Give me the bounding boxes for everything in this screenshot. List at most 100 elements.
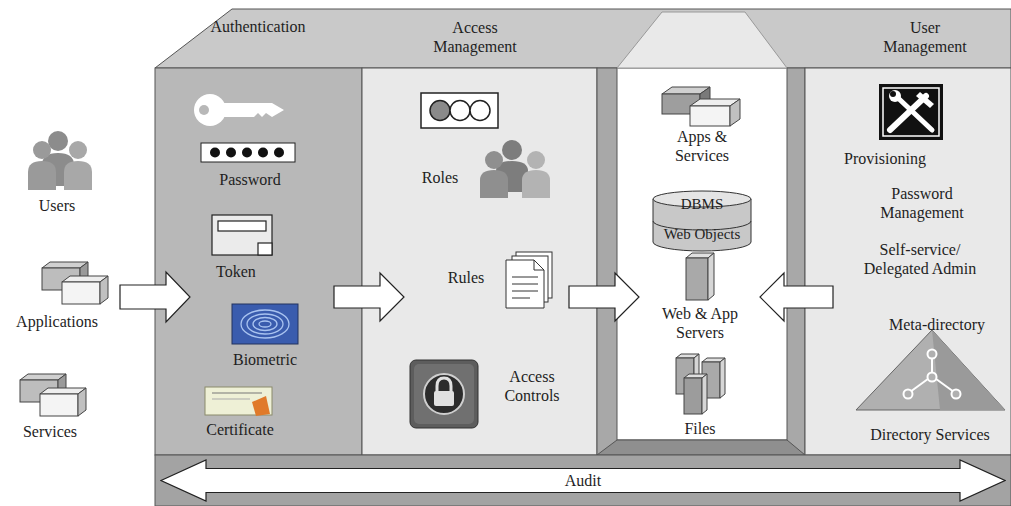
rect-shape (883, 88, 939, 136)
path-shape (898, 98, 932, 130)
circle-shape (199, 105, 209, 115)
center-inner (617, 68, 787, 440)
source-label: Applications (16, 312, 98, 331)
center-frame (597, 68, 805, 455)
dbms-cylinder: DBMS Web Objects (652, 190, 752, 252)
node-item-label: Certificate (206, 420, 274, 439)
node-item-label: Web Objects (664, 225, 741, 244)
resources-column: Apps & ServicesWeb & App ServersFilesDBM… (597, 9, 805, 455)
source-label: Users (39, 196, 75, 215)
authentication-panel: AuthenticationPasswordTokenBiometricCert… (155, 9, 362, 455)
rect-shape (690, 106, 730, 126)
line-shape (212, 399, 250, 400)
path-shape (64, 161, 92, 190)
circle-shape (424, 374, 464, 414)
path-shape (437, 378, 451, 392)
circle-shape (48, 131, 68, 151)
user-panel-fill (805, 68, 1011, 455)
node-item-label: Token (216, 262, 256, 281)
rect-shape (421, 93, 498, 128)
block-arrow (334, 273, 404, 321)
web-server-icon (686, 253, 714, 300)
node-item-label: Provisioning (844, 149, 926, 168)
password-field-icon (201, 143, 295, 162)
user-management-panel: User ManagementProvisioningPassword Mana… (805, 9, 1011, 455)
rect-shape (205, 387, 272, 415)
users-icon (28, 131, 92, 190)
roof (155, 9, 1011, 68)
services-icon (20, 374, 86, 416)
circle-shape (258, 148, 268, 158)
rules-documents-icon (506, 252, 552, 308)
polygon-shape (702, 374, 707, 414)
polygon-shape (720, 358, 725, 398)
audit-band-fill (155, 455, 1011, 506)
block-arrow (760, 273, 833, 321)
g-shape (241, 310, 289, 338)
circle-shape (242, 148, 252, 158)
node-item-label: Access Controls (494, 367, 570, 405)
node-heading: Access Management (420, 18, 530, 56)
circle-shape (890, 91, 896, 97)
circle-shape (928, 350, 937, 359)
g-shape (910, 356, 954, 392)
key-icon (194, 94, 284, 126)
circle-shape (485, 151, 503, 169)
circle-shape (33, 141, 51, 159)
ellipse-shape (247, 314, 283, 334)
circle-shape (889, 90, 901, 102)
source-label: Services (23, 422, 77, 441)
polygon-shape (222, 103, 284, 117)
rect-shape (434, 391, 454, 406)
path-shape (252, 396, 270, 416)
polygon-shape (100, 276, 108, 304)
node-item-label: Rules (448, 268, 484, 287)
access-panel-fill (362, 68, 597, 455)
file-servers-icon (676, 354, 725, 414)
polygon-shape (708, 253, 714, 300)
rect-shape (686, 258, 708, 300)
polygon-shape (161, 460, 1005, 501)
directory-pyramid-icon (856, 330, 1005, 410)
node-item-label: Password (219, 170, 280, 189)
roles-icon (480, 140, 550, 198)
node-heading: User Management (875, 18, 975, 56)
ellipse-shape (259, 321, 271, 327)
polygon-shape (932, 330, 1005, 410)
circle-shape (430, 101, 450, 121)
rect-shape (879, 84, 943, 140)
node-item-label: Directory Services (870, 425, 990, 444)
rect-shape (414, 364, 474, 424)
node-item-label: Self-service/ Delegated Admin (849, 240, 991, 278)
circle-shape (952, 390, 961, 399)
circle-shape (904, 390, 913, 399)
line-shape (512, 277, 538, 278)
node-item-label: Biometric (233, 350, 297, 369)
circle-shape (527, 151, 545, 169)
lock-icon (410, 360, 478, 428)
status-lights-icon (421, 93, 498, 128)
circle-shape (928, 373, 937, 382)
polygon-shape (730, 99, 740, 126)
block-arrow (569, 273, 639, 321)
line-shape (512, 298, 530, 299)
ellipse-shape (241, 310, 289, 338)
node-item-label: Web & App Servers (650, 304, 750, 342)
auth-panel-fill (155, 68, 362, 455)
circle-shape (450, 101, 470, 121)
center-base (597, 440, 805, 455)
line-shape (212, 393, 262, 394)
node-heading: Apps & Services (661, 127, 743, 165)
entry-arrow (120, 272, 190, 322)
line-shape (512, 284, 538, 285)
rect-shape (684, 378, 702, 414)
node-heading: Audit (565, 471, 601, 490)
path-shape (916, 92, 934, 108)
node-heading: DBMS (681, 195, 724, 214)
polygon-shape (78, 388, 86, 416)
rect-shape (232, 304, 298, 344)
rect-shape (40, 394, 78, 416)
rect-shape (62, 282, 100, 304)
